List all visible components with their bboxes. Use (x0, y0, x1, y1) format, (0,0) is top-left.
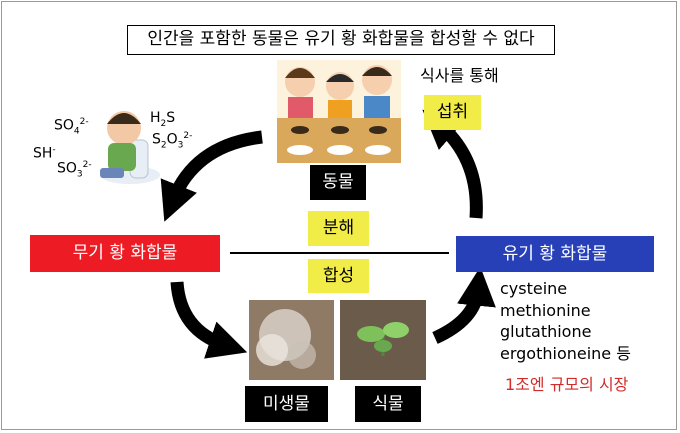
divider-line (230, 252, 449, 254)
compound-item: ergothioneine 등 (500, 343, 631, 363)
inorganic-sulfur-box: 무기 황 화합물 (30, 235, 220, 272)
arrow-organic-to-animal (422, 109, 483, 219)
organic-sulfur-box: 유기 황 화합물 (456, 236, 654, 272)
formula-thiosulfate: S2O32- (152, 131, 193, 151)
diagram-title: 인간을 포함한 동물은 유기 황 화합물을 합성할 수 없다 (127, 25, 555, 55)
microbe-soil-photo (249, 300, 334, 380)
market-note: 1조엔 규모의 시장 (505, 375, 629, 394)
formula-hydrosulfide: SH- (33, 145, 56, 162)
intake-note: 식사를 통해 (420, 66, 499, 85)
intake-label: 섭취 (424, 95, 481, 130)
compound-item: cysteine (500, 279, 568, 298)
microbe-label: 미생물 (245, 386, 328, 422)
formula-hydrogen-sulfide: H2S (150, 110, 176, 129)
decomposition-label: 분해 (308, 211, 369, 246)
family-dining-illustration (277, 60, 401, 163)
organic-compound-list: cysteine methionine glutathione ergothio… (500, 278, 631, 364)
person-on-toilet-illustration (100, 111, 160, 184)
plant-label: 식물 (355, 386, 421, 422)
formula-sulfite: SO32- (57, 160, 92, 180)
plant-seedling-photo (340, 300, 426, 380)
compound-item: glutathione (500, 322, 592, 341)
arrow-plant-to-organic (432, 266, 496, 344)
formula-sulfate: SO42- (54, 117, 89, 137)
synthesis-label: 합성 (308, 259, 369, 293)
animal-label: 동물 (310, 165, 366, 200)
arrow-inorganic-to-microbe (170, 281, 248, 359)
arrow-animal-to-inorganic (160, 130, 263, 222)
compound-item: methionine (500, 300, 591, 320)
